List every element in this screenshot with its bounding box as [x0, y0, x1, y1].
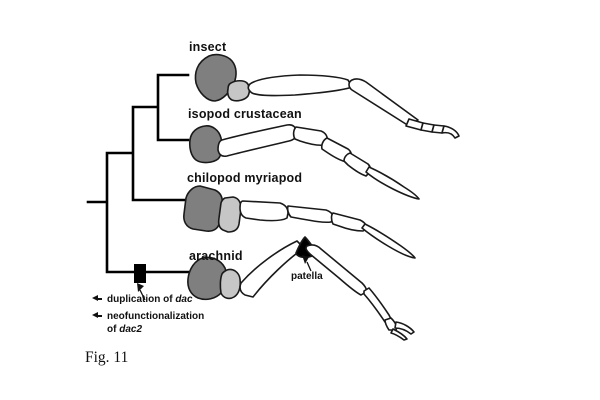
insect-tibia-segment: [348, 78, 419, 127]
gene-event-arrow: [137, 283, 146, 301]
insect-claw: [441, 125, 460, 139]
chilopod-coxa-segment: [183, 185, 224, 232]
isopod-basis-segment: [188, 125, 223, 164]
chilopod-segment-2: [286, 205, 335, 224]
annotation-duplication: duplication of dac: [92, 293, 193, 306]
insect-femur-segment: [247, 74, 353, 97]
taxon-label-isopod-crustacean: isopod crustacean: [188, 107, 302, 121]
figure-caption: Fig. 11: [85, 349, 129, 366]
annotation-text-line2: of: [107, 324, 120, 335]
insect-tarsus-segment-1: [405, 118, 424, 131]
chilopod-segment-1: [239, 200, 289, 222]
insect-coxa-segment: [194, 53, 237, 102]
patella-arrow: [302, 255, 312, 272]
arachnid-claw-2: [390, 328, 408, 341]
insect-trochanter-segment: [226, 79, 251, 102]
arachnid-metatarsus-segment: [363, 287, 392, 323]
annotation-text-line1: neofunctionalization: [107, 311, 205, 322]
arachnid-claw-1: [394, 321, 415, 335]
chilopod-leg: [183, 185, 416, 259]
tree-branches: [86, 73, 190, 274]
annotation-text: duplication of: [107, 294, 176, 305]
isopod-claw: [365, 166, 420, 200]
phylogenetic-tree: [86, 73, 190, 274]
arachnid-leg: [187, 236, 415, 341]
annotation-duplication-text: duplication of dac: [107, 293, 193, 306]
arachnid-trochanter-segment: [219, 268, 242, 300]
taxon-label-arachnid: arachnid: [189, 249, 243, 263]
annotation-neofunctionalization: neofunctionalization of dac2: [92, 310, 204, 336]
patella-arrowhead-icon: [302, 255, 309, 264]
isopod-segment-1: [217, 124, 297, 158]
left-arrow-icon: [92, 295, 103, 302]
gene-name-dac: dac: [175, 294, 193, 305]
gene-name-dac2: dac2: [119, 324, 143, 335]
isopod-segment-2: [292, 126, 329, 147]
annotation-neofunctionalization-text: neofunctionalization of dac2: [107, 310, 204, 336]
patella-arrow-line: [306, 261, 312, 272]
taxon-label-insect: insect: [189, 40, 227, 54]
arachnid-femur-segment: [239, 240, 305, 298]
isopod-leg: [188, 124, 420, 200]
taxon-label-chilopod-myriapod: chilopod myriapod: [187, 171, 303, 185]
gene-event-arrowhead-icon: [137, 283, 144, 292]
left-arrow-icon: [92, 312, 103, 319]
arachnid-coxa-segment: [187, 256, 228, 301]
arachnid-tibia-segment: [305, 244, 368, 296]
gene-event-marker: [134, 264, 146, 283]
gene-event-arrow-line: [139, 289, 146, 301]
chilopod-segment-3: [330, 212, 368, 232]
chilopod-claw: [361, 223, 416, 259]
patella-label: patella: [291, 271, 323, 282]
insect-leg: [194, 53, 460, 139]
chilopod-trochanter-segment: [217, 196, 242, 233]
